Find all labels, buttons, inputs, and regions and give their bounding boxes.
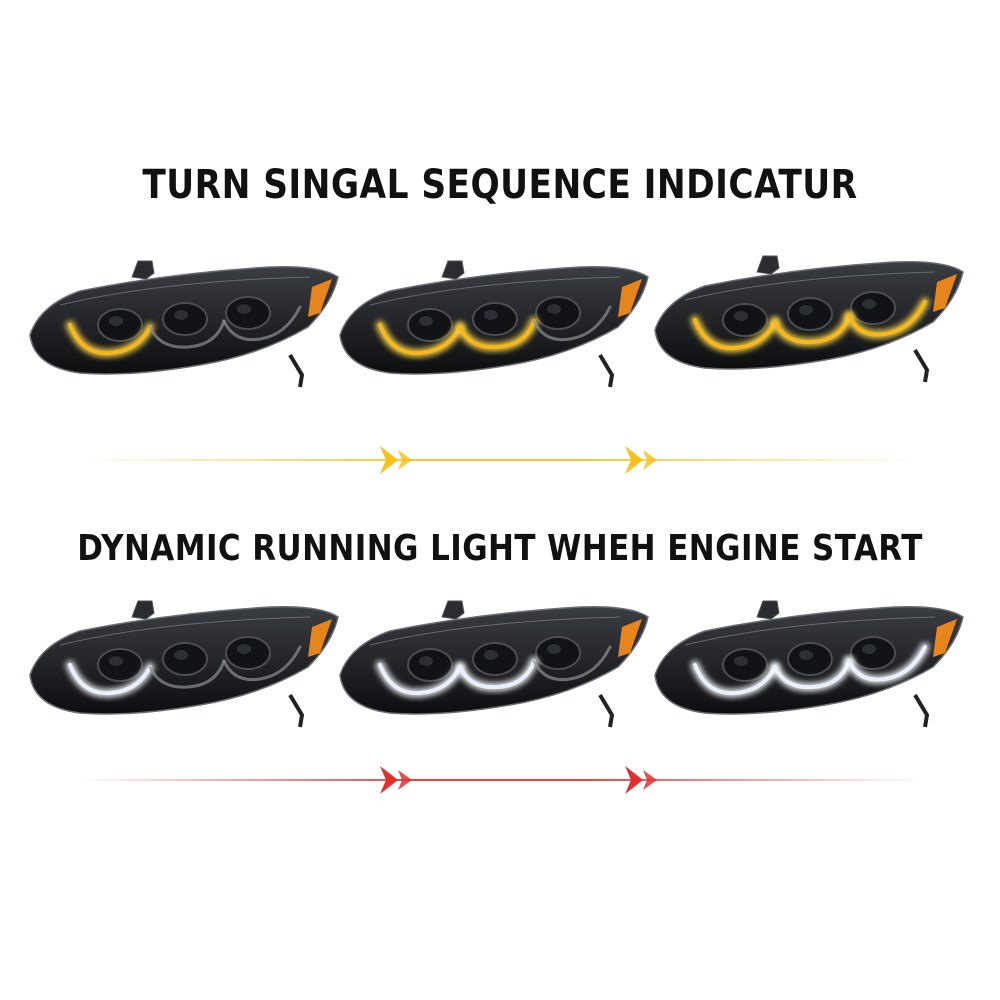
light-bar-segment-2 bbox=[458, 319, 536, 350]
lens-highlight bbox=[484, 310, 498, 320]
chevron-right-icon bbox=[380, 446, 398, 474]
lens-highlight bbox=[237, 304, 251, 314]
chevron-right-icon bbox=[625, 766, 643, 794]
sequence-arrow-line-yellow bbox=[80, 446, 920, 474]
lens-highlight bbox=[547, 304, 561, 314]
lens-highlight bbox=[174, 650, 188, 660]
light-bar-segment-off-3 bbox=[222, 645, 302, 682]
headlight-running-light-stage-3 bbox=[654, 600, 964, 728]
light-bar-segment-off-2 bbox=[148, 319, 226, 349]
light-bar-segment-1 bbox=[693, 318, 777, 351]
lens-highlight bbox=[862, 644, 876, 654]
headlight-turn-signal-stage-2 bbox=[339, 260, 649, 388]
lens-highlight bbox=[484, 650, 498, 660]
lens-highlight bbox=[419, 656, 433, 666]
chevron-right-icon bbox=[398, 770, 412, 790]
mounting-tab bbox=[756, 600, 780, 620]
light-bar-segment-1 bbox=[378, 663, 462, 696]
amber-side-marker bbox=[933, 619, 957, 657]
turn-signal-heading: TURN SINGAL SEQUENCE INDICATUR bbox=[142, 162, 858, 208]
lens-reflection bbox=[369, 276, 621, 306]
lens-reflection bbox=[59, 276, 311, 306]
lens-highlight bbox=[547, 644, 561, 654]
light-bar-segment-off-3 bbox=[532, 305, 612, 342]
headlight-turn-signal-stage-1 bbox=[29, 260, 339, 388]
wiring-connector bbox=[288, 353, 305, 388]
lens-highlight bbox=[799, 650, 813, 660]
lens-highlight bbox=[109, 656, 123, 666]
wiring-connector bbox=[598, 353, 615, 388]
running-light-heading: DYNAMIC RUNNING LIGHT WHEH ENGINE START bbox=[77, 528, 923, 569]
arrow-line bbox=[80, 459, 920, 461]
lens-reflection bbox=[369, 616, 621, 646]
wiring-connector bbox=[913, 348, 930, 383]
light-bar-segment-1 bbox=[68, 323, 152, 356]
chevron-right-icon bbox=[398, 450, 412, 470]
chevron-right-icon bbox=[625, 446, 643, 474]
light-bar-segment-1 bbox=[693, 663, 777, 696]
wiring-connector bbox=[598, 693, 615, 728]
amber-side-marker bbox=[308, 619, 332, 657]
amber-side-marker bbox=[933, 274, 957, 312]
chevron-right-icon bbox=[643, 770, 657, 790]
chevron-right-icon bbox=[643, 450, 657, 470]
amber-side-marker bbox=[618, 279, 642, 317]
amber-side-marker bbox=[308, 279, 332, 317]
lens-highlight bbox=[237, 644, 251, 654]
lens-highlight bbox=[174, 310, 188, 320]
headlight-turn-signal-stage-3 bbox=[654, 255, 964, 383]
light-bar-segment-1 bbox=[68, 663, 152, 696]
amber-side-marker bbox=[618, 619, 642, 657]
wiring-connector bbox=[288, 693, 305, 728]
lens-reflection bbox=[684, 271, 936, 301]
lens-highlight bbox=[419, 316, 433, 326]
mounting-tab bbox=[441, 600, 465, 620]
lens-highlight bbox=[734, 311, 748, 321]
mounting-tab bbox=[131, 600, 155, 620]
light-bar-segment-2 bbox=[458, 659, 536, 690]
light-bar-segment-off-3 bbox=[532, 645, 612, 682]
light-bar-segment-2 bbox=[773, 659, 851, 690]
mounting-tab bbox=[131, 260, 155, 280]
sequence-arrow-line-red bbox=[80, 766, 920, 794]
wiring-connector bbox=[913, 693, 930, 728]
lens-highlight bbox=[109, 316, 123, 326]
headlight-running-light-stage-1 bbox=[29, 600, 339, 728]
mounting-tab bbox=[441, 260, 465, 280]
lens-reflection bbox=[59, 616, 311, 646]
light-bar-segment-1 bbox=[378, 323, 462, 356]
light-bar-segment-3 bbox=[847, 300, 927, 337]
chevron-right-icon bbox=[380, 766, 398, 794]
light-bar-segment-off-3 bbox=[222, 305, 302, 342]
mounting-tab bbox=[756, 255, 780, 275]
light-bar-segment-2 bbox=[773, 314, 851, 345]
lens-reflection bbox=[684, 616, 936, 646]
light-bar-segment-off-2 bbox=[148, 659, 226, 689]
lens-highlight bbox=[799, 305, 813, 315]
light-bar-segment-3 bbox=[847, 645, 927, 682]
headlight-running-light-stage-2 bbox=[339, 600, 649, 728]
lens-highlight bbox=[734, 656, 748, 666]
arrow-line bbox=[80, 779, 920, 781]
lens-highlight bbox=[862, 299, 876, 309]
